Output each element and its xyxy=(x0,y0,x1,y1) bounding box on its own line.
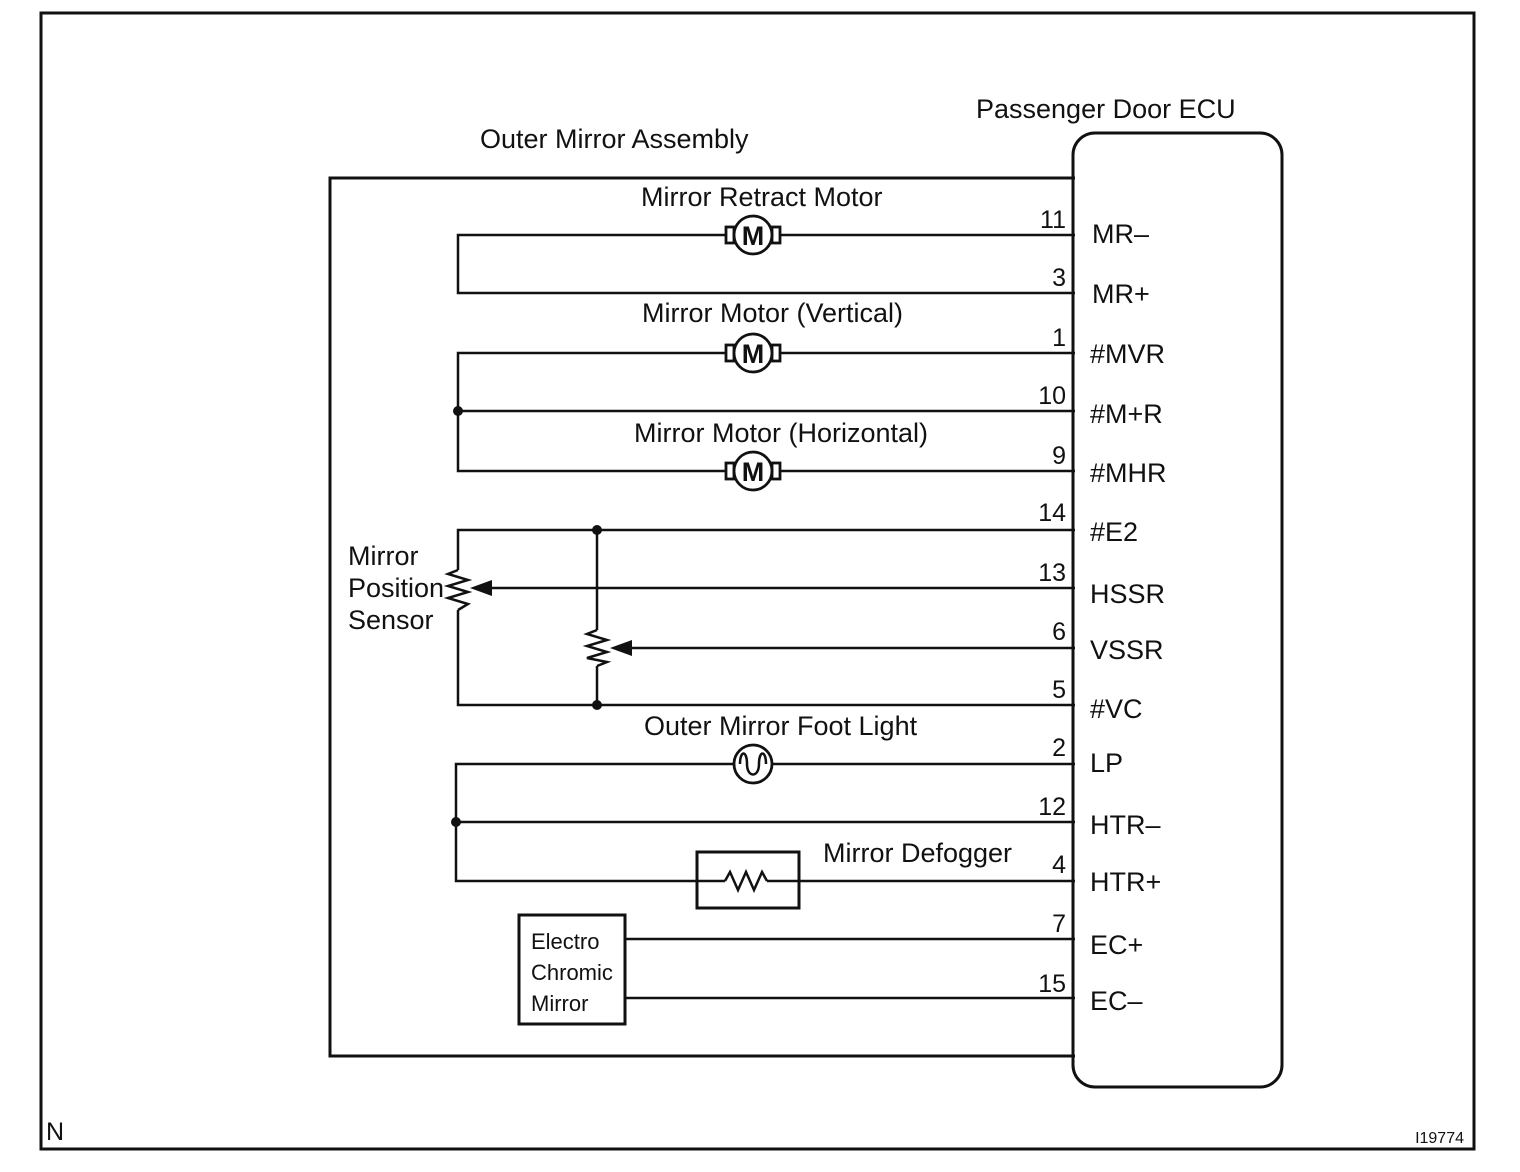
terminal-label: MR– xyxy=(1092,219,1149,249)
terminal-label: LP xyxy=(1090,748,1123,778)
motor-m-label: M xyxy=(742,457,765,487)
terminal-label: #VC xyxy=(1090,694,1143,724)
pin-number: 1 xyxy=(1052,324,1066,352)
defogger-label: Mirror Defogger xyxy=(823,838,1012,868)
terminal-label: #MHR xyxy=(1090,458,1167,488)
defogger-heater-icon xyxy=(695,850,801,910)
pin-number: 11 xyxy=(1040,206,1066,234)
pin-number: 10 xyxy=(1038,382,1066,410)
electro-chromic-box xyxy=(517,913,627,1026)
terminal-label: #M+R xyxy=(1090,399,1163,429)
junction-dot xyxy=(451,817,461,827)
foot-light-label: Outer Mirror Foot Light xyxy=(644,711,918,741)
ecu-box xyxy=(1071,131,1284,1089)
horizontal-motor-symbol: M xyxy=(724,450,782,492)
corner-mark-n: N xyxy=(46,1118,64,1146)
motor-m-label: M xyxy=(742,221,765,251)
position-sensor-circuit xyxy=(443,525,1075,710)
sensor-label-1: Mirror xyxy=(348,541,418,571)
pin-number: 9 xyxy=(1052,442,1066,470)
figure-id: I19774 xyxy=(1415,1130,1464,1147)
terminal-label: EC– xyxy=(1090,986,1143,1016)
terminal-label: #E2 xyxy=(1090,517,1138,547)
pin-number: 12 xyxy=(1038,793,1066,821)
horizontal-motor-label: Mirror Motor (Horizontal) xyxy=(634,418,928,448)
retract-motor-symbol: M xyxy=(724,214,782,256)
foot-light-bulb-icon xyxy=(732,743,774,785)
ec-label-1: Electro xyxy=(531,929,599,954)
pin-number: 3 xyxy=(1052,264,1066,292)
vertical-motor-label: Mirror Motor (Vertical) xyxy=(642,298,903,328)
pin-number: 2 xyxy=(1052,734,1066,762)
pin-number: 13 xyxy=(1038,559,1066,587)
ec-label-2: Chromic xyxy=(531,960,613,985)
sensor-label-2: Position xyxy=(348,573,444,603)
terminal-label: EC+ xyxy=(1090,930,1143,960)
pin-number: 15 xyxy=(1038,970,1066,998)
terminal-label: MR+ xyxy=(1092,279,1150,309)
pin-number: 4 xyxy=(1052,851,1066,879)
retract-motor-label: Mirror Retract Motor xyxy=(641,182,883,212)
pin-number: 5 xyxy=(1052,676,1066,704)
assembly-label: Outer Mirror Assembly xyxy=(480,124,749,154)
junction-dot xyxy=(453,406,463,416)
terminal-label: HTR– xyxy=(1090,810,1161,840)
sensor-label-3: Sensor xyxy=(348,605,434,635)
terminal-label: HSSR xyxy=(1090,579,1165,609)
pin-number: 6 xyxy=(1052,618,1066,646)
vertical-motor-symbol: M xyxy=(724,332,782,374)
pin-number: 7 xyxy=(1052,910,1066,938)
ec-label-3: Mirror xyxy=(531,991,588,1016)
pin-number: 14 xyxy=(1038,499,1066,527)
terminal-label: #MVR xyxy=(1090,339,1165,369)
outer-frame xyxy=(39,11,1476,1151)
ecu-label: Passenger Door ECU xyxy=(976,94,1236,124)
motor-m-label: M xyxy=(742,339,765,369)
assembly-box xyxy=(328,176,1075,1058)
terminal-label: HTR+ xyxy=(1090,867,1161,897)
terminal-label: VSSR xyxy=(1090,635,1164,665)
